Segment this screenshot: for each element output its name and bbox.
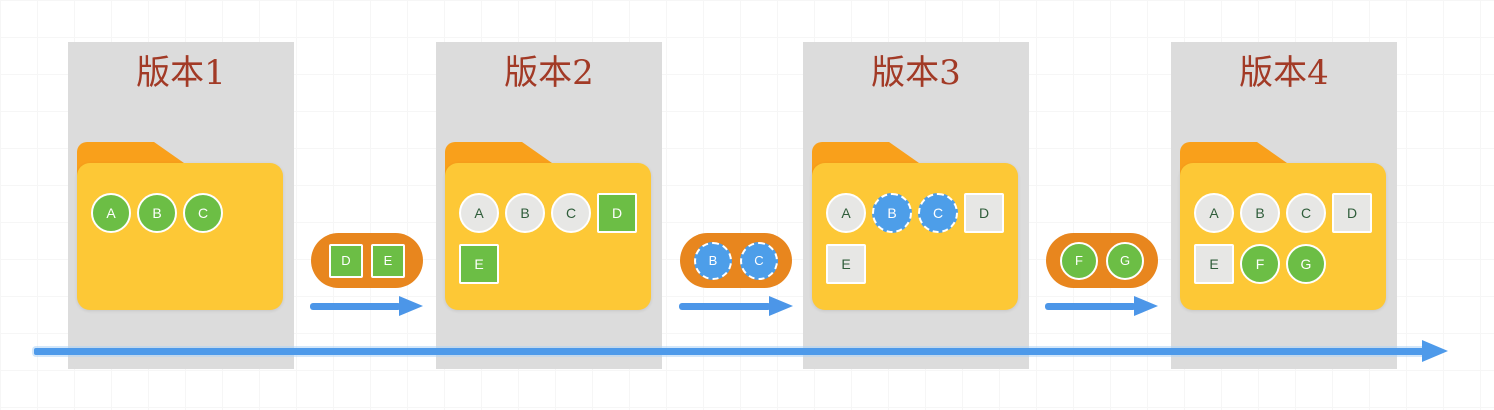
file-b-icon: B bbox=[1240, 193, 1280, 233]
version-panel-4: 版本4 A B C D E F G bbox=[1171, 42, 1397, 369]
version-panel-1: 版本1 A B C bbox=[68, 42, 294, 369]
version-1-title: 版本1 bbox=[136, 53, 226, 93]
file-row: E bbox=[826, 244, 866, 284]
arrow-shaft bbox=[679, 303, 771, 310]
folder-tab bbox=[1180, 142, 1287, 163]
file-c-icon: C bbox=[183, 193, 223, 233]
arrow-shaft bbox=[1045, 303, 1136, 310]
arrow-head-icon bbox=[399, 296, 423, 316]
file-d-icon: D bbox=[964, 193, 1004, 233]
file-b-icon: B bbox=[872, 193, 912, 233]
file-d-icon: D bbox=[597, 193, 637, 233]
changeset-2: B C bbox=[680, 233, 792, 288]
folder-body: A B C bbox=[77, 163, 283, 310]
file-row: E F G bbox=[1194, 244, 1326, 284]
file-c-icon: C bbox=[740, 241, 778, 280]
step-arrow-3 bbox=[1045, 296, 1158, 316]
file-e-icon: E bbox=[459, 244, 499, 284]
version-panel-3: 版本3 A B C D E bbox=[803, 42, 1029, 369]
file-row: A B C D bbox=[1194, 193, 1372, 233]
file-b-icon: B bbox=[137, 193, 177, 233]
version-2-title: 版本2 bbox=[504, 53, 594, 93]
step-arrow-1 bbox=[310, 296, 423, 316]
arrow-head-icon bbox=[1134, 296, 1158, 316]
file-g-icon: G bbox=[1286, 244, 1326, 284]
file-a-icon: A bbox=[1194, 193, 1234, 233]
folder-tab bbox=[445, 142, 552, 163]
file-c-icon: C bbox=[918, 193, 958, 233]
folder-icon: A B C D E bbox=[812, 142, 1018, 310]
folder-icon: A B C bbox=[77, 142, 283, 310]
file-e-icon: E bbox=[1194, 244, 1234, 284]
version-panel-2: 版本2 A B C D E bbox=[436, 42, 662, 369]
file-d-icon: D bbox=[329, 243, 363, 278]
file-c-icon: C bbox=[1286, 193, 1326, 233]
version-3-title: 版本3 bbox=[871, 53, 961, 93]
changeset-1: D E bbox=[311, 233, 423, 288]
step-arrow-2 bbox=[679, 296, 793, 316]
file-f-icon: F bbox=[1240, 244, 1280, 284]
file-e-icon: E bbox=[371, 243, 405, 278]
arrow-shaft bbox=[310, 303, 401, 310]
folder-tab bbox=[77, 142, 184, 163]
version-4-title: 版本4 bbox=[1239, 53, 1329, 93]
timeline-arrow bbox=[34, 340, 1448, 362]
timeline-shaft bbox=[34, 348, 1424, 355]
file-f-icon: F bbox=[1060, 241, 1098, 280]
arrow-head-icon bbox=[769, 296, 793, 316]
file-g-icon: G bbox=[1106, 241, 1144, 280]
timeline-arrow-head-icon bbox=[1422, 340, 1448, 362]
file-row: A B C D bbox=[459, 193, 637, 233]
file-a-icon: A bbox=[826, 193, 866, 233]
file-b-icon: B bbox=[694, 241, 732, 280]
file-row: E bbox=[459, 244, 499, 284]
file-row: A B C D bbox=[826, 193, 1004, 233]
file-b-icon: B bbox=[505, 193, 545, 233]
folder-body: A B C D E F G bbox=[1180, 163, 1386, 310]
changeset-3: F G bbox=[1046, 233, 1158, 288]
file-e-icon: E bbox=[826, 244, 866, 284]
folder-body: A B C D E bbox=[812, 163, 1018, 310]
folder-icon: A B C D E bbox=[445, 142, 651, 310]
file-a-icon: A bbox=[91, 193, 131, 233]
file-row: A B C bbox=[91, 193, 223, 233]
file-d-icon: D bbox=[1332, 193, 1372, 233]
folder-icon: A B C D E F G bbox=[1180, 142, 1386, 310]
file-a-icon: A bbox=[459, 193, 499, 233]
file-c-icon: C bbox=[551, 193, 591, 233]
folder-tab bbox=[812, 142, 919, 163]
folder-body: A B C D E bbox=[445, 163, 651, 310]
